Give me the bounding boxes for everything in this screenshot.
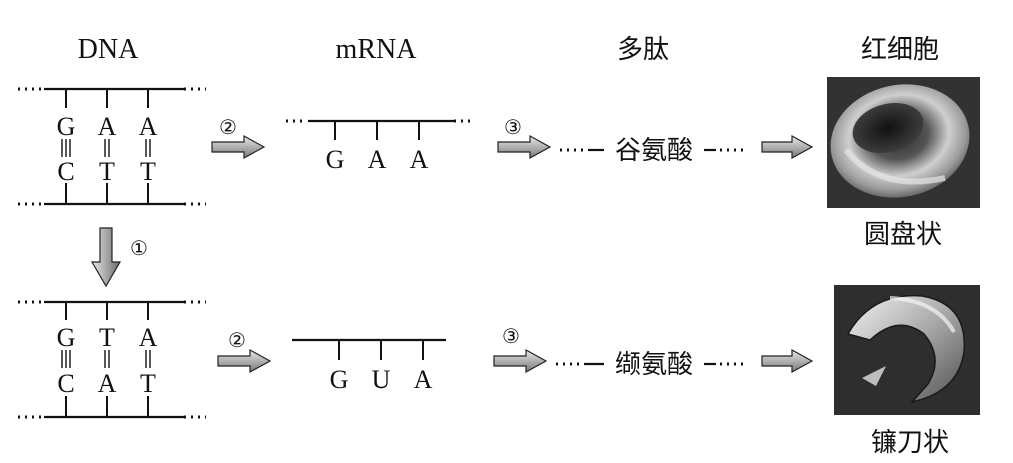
header-dna: DNA	[78, 34, 139, 65]
normal-amino-acid: 谷氨酸	[615, 136, 693, 166]
mutant-dna-bottom-base: A	[98, 369, 117, 398]
normal-dna-bottom-base: T	[140, 157, 156, 186]
normal-dna-top-base: A	[98, 112, 117, 141]
mutant-mrna-base: A	[414, 365, 433, 394]
sickle-shape-label: 镰刀状	[871, 428, 949, 458]
mutant-dna-top-base: G	[57, 323, 76, 352]
normal-dna-bottom-base: T	[99, 157, 115, 186]
mutant-dna-bottom-base: C	[57, 369, 74, 398]
mutant-mrna-base: G	[330, 365, 349, 394]
header-cell: 红细胞	[861, 35, 939, 65]
translation-arrow	[497, 134, 552, 160]
header-mrna: mRNA	[336, 34, 418, 65]
transcription-arrow	[217, 348, 272, 374]
transcription-step-marker: ②	[228, 328, 246, 352]
normal-mrna-strand	[286, 119, 474, 140]
normal-mrna-base: A	[368, 145, 387, 174]
translation-arrow	[493, 348, 548, 374]
normal-dna-double-strand	[18, 87, 206, 206]
peptide-to-cell-arrow	[761, 348, 814, 374]
mutant-mrna-strand	[292, 338, 446, 360]
mutation-step-marker: ①	[130, 236, 148, 260]
normal-dna-bottom-base: C	[57, 157, 74, 186]
header-peptide: 多肽	[617, 35, 669, 65]
mutant-dna-top-base: A	[139, 323, 158, 352]
translation-step-marker: ③	[502, 324, 520, 348]
normal-dna-top-base: A	[139, 112, 158, 141]
mutant-dna-top-base: T	[99, 323, 115, 352]
mutant-dna-double-strand	[18, 300, 206, 419]
normal-mrna-base: G	[326, 145, 345, 174]
disc-shaped-red-blood-cell-image	[827, 77, 980, 208]
disc-shape-label: 圆盘状	[864, 220, 942, 250]
mutant-dna-bottom-base: T	[140, 369, 156, 398]
mutant-mrna-base: U	[372, 365, 391, 394]
mutant-amino-acid: 缬氨酸	[615, 350, 693, 380]
transcription-arrow	[211, 134, 266, 160]
sickle-shaped-red-blood-cell-image	[834, 285, 980, 415]
translation-step-marker: ③	[504, 115, 522, 139]
normal-mrna-base: A	[410, 145, 429, 174]
normal-dna-top-base: G	[57, 112, 76, 141]
mutation-arrow	[90, 227, 122, 288]
peptide-to-cell-arrow	[761, 134, 814, 160]
transcription-step-marker: ②	[219, 115, 237, 139]
